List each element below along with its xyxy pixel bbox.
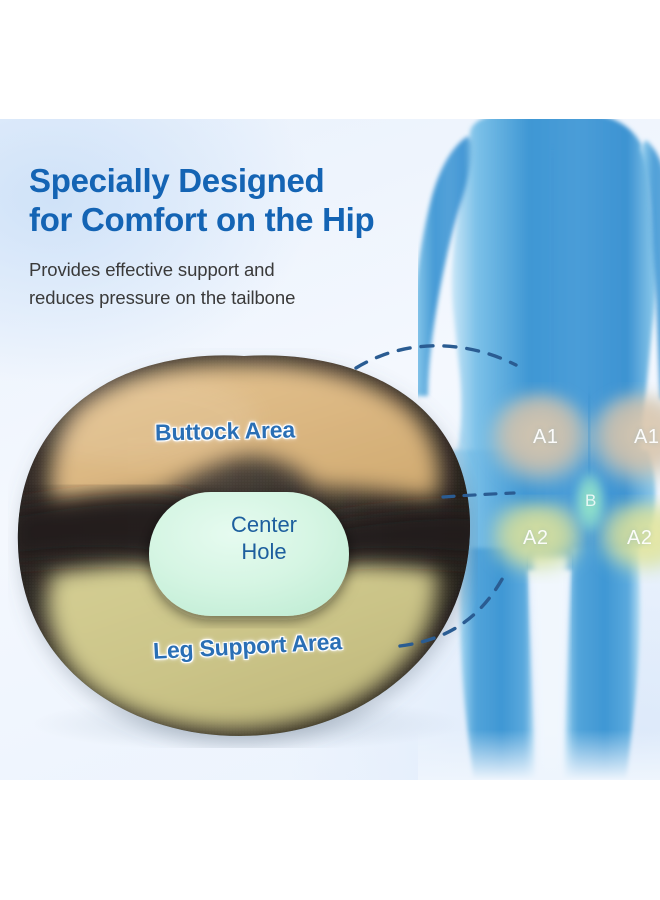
label-center-hole-line1: Center [230,512,298,537]
map-label-b-tailbone: B [585,491,597,510]
cushion-leg-zone [46,560,438,731]
subheadline-line1: Provides effective support and [29,259,275,280]
label-center-hole-line2: Hole [241,539,287,564]
map-label-a1-left: A1 [533,426,559,448]
headline-line2: for Comfort on the Hip [29,201,375,238]
left-arm [418,136,474,396]
subheadline-line2: reduces pressure on the tailbone [29,287,296,308]
label-buttock-area: Buttock Area [154,416,296,446]
page-title: Specially Designed for Comfort on the Hi… [29,161,469,239]
label-center-hole: Center Hole [199,511,329,565]
map-label-a2-left: A2 [523,527,549,549]
cushion-center-hole [149,492,349,616]
zone-a2-right [598,502,660,576]
spine-line [546,149,559,431]
map-label-a2-right: A2 [627,527,653,549]
page-subtitle: Provides effective support and reduces p… [29,256,429,312]
gluteal-cleft [585,393,594,473]
zone-a1-right [588,392,660,488]
right-arm [640,140,660,400]
zone-a1-left [488,392,592,488]
map-label-a1-right: A1 [634,426,660,448]
zone-a2-left [490,502,584,576]
cushion-illustration [8,348,478,748]
zone-b-tailbone [573,468,607,536]
headline-line1: Specially Designed [29,162,325,199]
